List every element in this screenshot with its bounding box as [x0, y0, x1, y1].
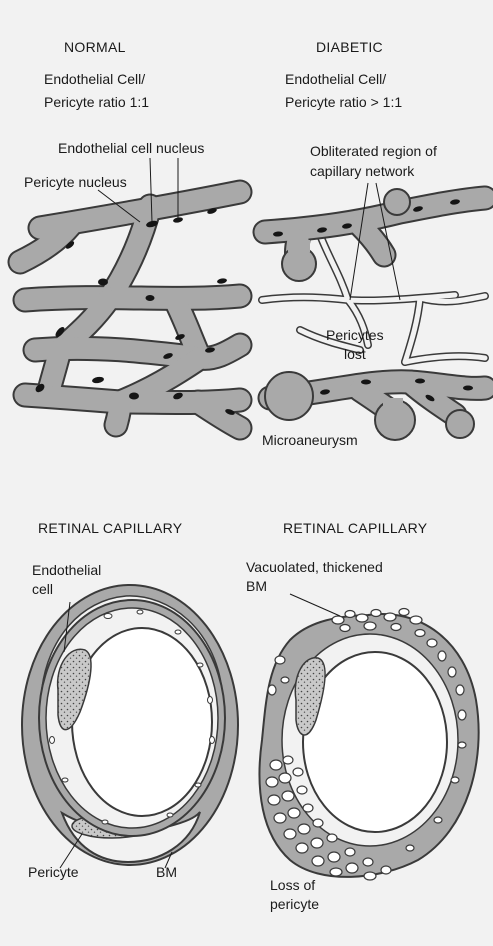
- diabetic-ratio-line1: Endothelial Cell/: [285, 70, 386, 88]
- normal-capillary-network: [20, 192, 240, 428]
- normal-heading: NORMAL: [64, 38, 126, 56]
- pericyte-label: Pericyte: [28, 863, 79, 881]
- normal-ratio-line2: Pericyte ratio 1:1: [44, 93, 149, 111]
- diabetic-ratio-line2: Pericyte ratio > 1:1: [285, 93, 402, 111]
- diabetic-capillary-heading: RETINAL CAPILLARY: [283, 519, 427, 537]
- loss-of-pericyte-line1: Loss of: [270, 876, 315, 894]
- normal-capillary-cross-section: [22, 585, 238, 865]
- normal-capillary-heading: RETINAL CAPILLARY: [38, 519, 182, 537]
- diabetic-heading: DIABETIC: [316, 38, 383, 56]
- pericytes-lost-line2: lost: [344, 345, 366, 363]
- obliterated-region-line2: capillary network: [310, 162, 414, 180]
- microaneurysm-label: Microaneurysm: [262, 431, 358, 449]
- loss-of-pericyte-line2: pericyte: [270, 895, 319, 913]
- pericyte-nucleus-label: Pericyte nucleus: [24, 173, 127, 191]
- endothelial-nucleus-label: Endothelial cell nucleus: [58, 139, 204, 157]
- vacuolated-bm-line2: BM: [246, 577, 267, 595]
- diabetic-capillary-cross-section: [259, 609, 478, 881]
- obliterated-region-line1: Obliterated region of: [310, 142, 437, 160]
- endothelial-cell-line1: Endothelial: [32, 561, 101, 579]
- bm-label: BM: [156, 863, 177, 881]
- vacuolated-bm-line1: Vacuolated, thickened: [246, 558, 383, 576]
- normal-ratio-line1: Endothelial Cell/: [44, 70, 145, 88]
- pericytes-lost-line1: Pericytes: [326, 326, 384, 344]
- endothelial-cell-line2: cell: [32, 580, 53, 598]
- diabetic-capillary-leader-lines: [290, 594, 340, 616]
